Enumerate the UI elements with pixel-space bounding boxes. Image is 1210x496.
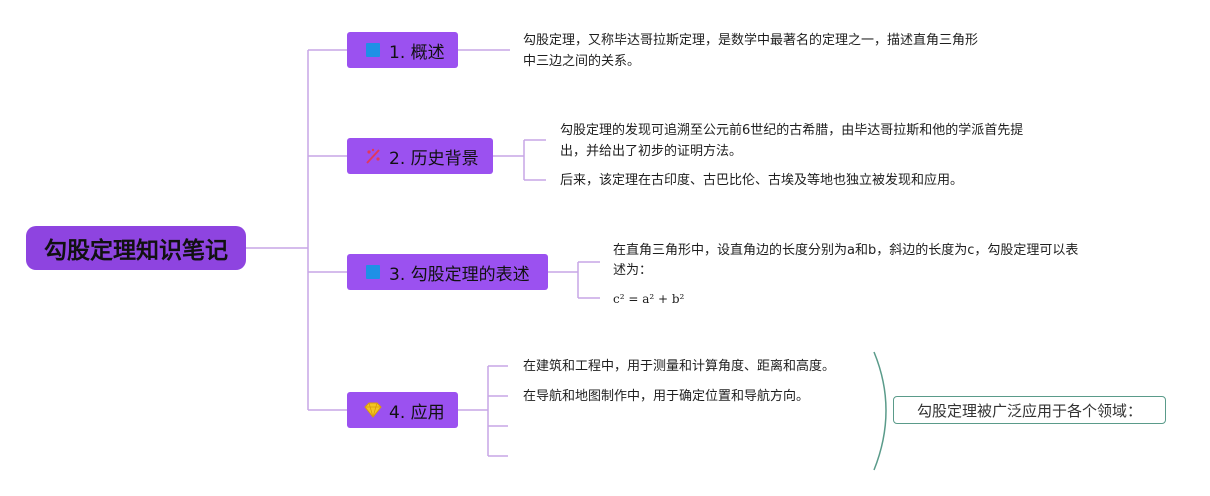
branch-applications[interactable]: 4. 应用	[347, 392, 458, 428]
root-node[interactable]: 勾股定理知识笔记	[26, 226, 246, 270]
leaf-statement-2: 述为：	[613, 263, 653, 278]
leaf-statement-1: 在直角三角形中，设直角边的长度分别为a和b，斜边的长度为c，勾股定理可以表	[613, 243, 1079, 258]
blue-square-icon	[363, 40, 383, 60]
formula-text: c² = a² + b²	[613, 292, 685, 306]
branch-label: 1. 概述	[389, 42, 445, 63]
leaf-application-1: 在建筑和工程中，用于测量和计算角度、距离和高度。	[523, 359, 836, 374]
blue-square-icon	[363, 262, 383, 282]
leaf-application-2: 在导航和地图制作中，用于确定位置和导航方向。	[523, 389, 810, 404]
branch-label: 3. 勾股定理的表述	[389, 264, 530, 285]
sparkle-icon	[363, 146, 383, 166]
leaf-overview-2: 中三边之间的关系。	[523, 54, 641, 69]
leaf-history-1: 勾股定理的发现可追溯至公元前6世纪的古希腊，由毕达哥拉斯和他的学派首先提	[560, 123, 1024, 138]
branch-statement[interactable]: 3. 勾股定理的表述	[347, 254, 548, 290]
root-title: 勾股定理知识笔记	[44, 238, 228, 264]
diamond-icon	[363, 400, 383, 420]
leaf-history-2: 出，并给出了初步的证明方法。	[560, 144, 743, 159]
summary-bracket	[873, 351, 887, 471]
summary-callout[interactable]: 勾股定理被广泛应用于各个领域：	[893, 396, 1166, 424]
branch-history[interactable]: 2. 历史背景	[347, 138, 493, 174]
branch-label: 4. 应用	[389, 402, 445, 423]
branch-overview[interactable]: 1. 概述	[347, 32, 458, 68]
summary-text: 勾股定理被广泛应用于各个领域：	[916, 401, 1142, 420]
leaf-overview-1: 勾股定理，又称毕达哥拉斯定理，是数学中最著名的定理之一，描述直角三角形	[523, 33, 979, 48]
leaf-history-3: 后来，该定理在古印度、古巴比伦、古埃及等地也独立被发现和应用。	[560, 173, 964, 188]
branch-label: 2. 历史背景	[389, 148, 479, 169]
